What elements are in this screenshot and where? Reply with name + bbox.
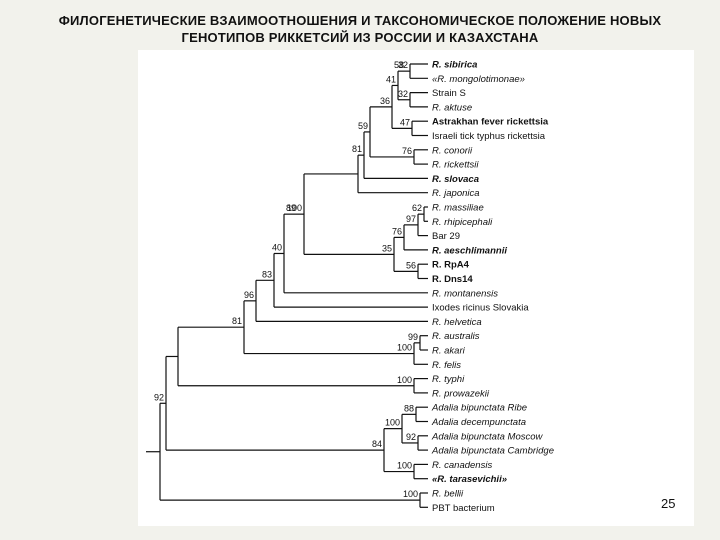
taxon-label: Adalia bipunctata Cambridge	[431, 446, 554, 457]
bootstrap-value: 32	[398, 89, 408, 99]
bootstrap-value: 92	[154, 392, 164, 402]
bootstrap-value: 62	[412, 203, 422, 213]
bootstrap-value: 35	[382, 243, 392, 253]
taxon-label: «R. mongolotimonae»	[432, 74, 525, 85]
bootstrap-value: 92	[406, 432, 416, 442]
taxon-label: R. felis	[432, 360, 461, 371]
taxon-label: R. bellii	[432, 489, 464, 500]
phylogenetic-tree: 3258324147367659816297765635100894083969…	[146, 60, 554, 514]
taxon-label: R. sibirica	[432, 60, 477, 71]
taxon-label: R. massiliae	[432, 203, 484, 214]
taxon-label: R. rhipicephali	[432, 217, 493, 228]
bootstrap-value: 100	[397, 375, 412, 385]
taxon-label: R. conorii	[432, 145, 473, 156]
bootstrap-value: 56	[406, 260, 416, 270]
taxon-label: R. japonica	[432, 188, 480, 199]
bootstrap-value: 41	[386, 74, 396, 84]
taxon-label: R. australis	[432, 331, 480, 342]
taxon-label: Astrakhan fever rickettsia	[432, 117, 549, 128]
bootstrap-value: 99	[408, 332, 418, 342]
slide-number: 25	[661, 496, 676, 511]
bootstrap-value: 40	[272, 242, 282, 252]
taxon-label: R. Dns14	[432, 274, 473, 285]
bootstrap-value: 36	[380, 96, 390, 106]
bootstrap-value: 32	[398, 60, 408, 70]
taxon-label: R. canadensis	[432, 460, 492, 471]
taxon-label: Adalia decempunctata	[431, 417, 526, 428]
taxon-label: R. montanensis	[432, 288, 498, 299]
bootstrap-value: 100	[287, 203, 302, 213]
bootstrap-value: 97	[406, 214, 416, 224]
taxon-label: «R. tarasevichii»	[432, 474, 507, 485]
taxon-label: Israeli tick typhus rickettsia	[432, 131, 546, 142]
title-line-1: ФИЛОГЕНЕТИЧЕСКИЕ ВЗАИМООТНОШЕНИЯ И ТАКСО…	[58, 13, 662, 28]
taxon-label: R. rickettsii	[432, 160, 479, 171]
taxon-label: Adalia bipunctata Ribe	[431, 403, 527, 414]
taxon-label: PBT bacterium	[432, 503, 495, 514]
bootstrap-value: 59	[358, 121, 368, 131]
taxon-label: R. prowazekii	[432, 388, 490, 399]
taxon-label: Strain S	[432, 88, 466, 99]
bootstrap-value: 81	[232, 316, 242, 326]
taxon-label: R. RpA4	[432, 260, 470, 271]
taxon-label: R. aeschlimannii	[432, 245, 507, 256]
bootstrap-value: 84	[372, 439, 382, 449]
taxon-label: R. akari	[432, 346, 466, 357]
bootstrap-value: 47	[400, 117, 410, 127]
bootstrap-value: 89	[286, 203, 296, 213]
taxon-label: R. aktuse	[432, 102, 472, 113]
taxon-label: R. typhi	[432, 374, 465, 385]
bootstrap-value: 76	[402, 146, 412, 156]
bootstrap-value: 96	[244, 290, 254, 300]
bootstrap-value: 100	[397, 461, 412, 471]
bootstrap-value: 83	[262, 269, 272, 279]
taxon-label: R. slovaca	[432, 174, 479, 185]
bootstrap-value: 81	[352, 144, 362, 154]
bootstrap-value: 76	[392, 226, 402, 236]
taxon-label: Bar 29	[432, 231, 460, 242]
bootstrap-value: 100	[403, 489, 418, 499]
bootstrap-value: 100	[385, 418, 400, 428]
bootstrap-value: 100	[397, 343, 412, 353]
title-line-2: ГЕНОТИПОВ РИККЕТСИЙ ИЗ РОССИИ И КАЗАХСТА…	[181, 30, 539, 45]
bootstrap-value: 58	[394, 60, 404, 70]
taxon-label: Adalia bipunctata Moscow	[431, 431, 544, 442]
taxon-label: Ixodes ricinus Slovakia	[432, 303, 529, 314]
taxon-label: R. helvetica	[432, 317, 482, 328]
slide-title: ФИЛОГЕНЕТИЧЕСКИЕ ВЗАИМООТНОШЕНИЯ И ТАКСО…	[0, 12, 720, 46]
bootstrap-value: 88	[404, 403, 414, 413]
